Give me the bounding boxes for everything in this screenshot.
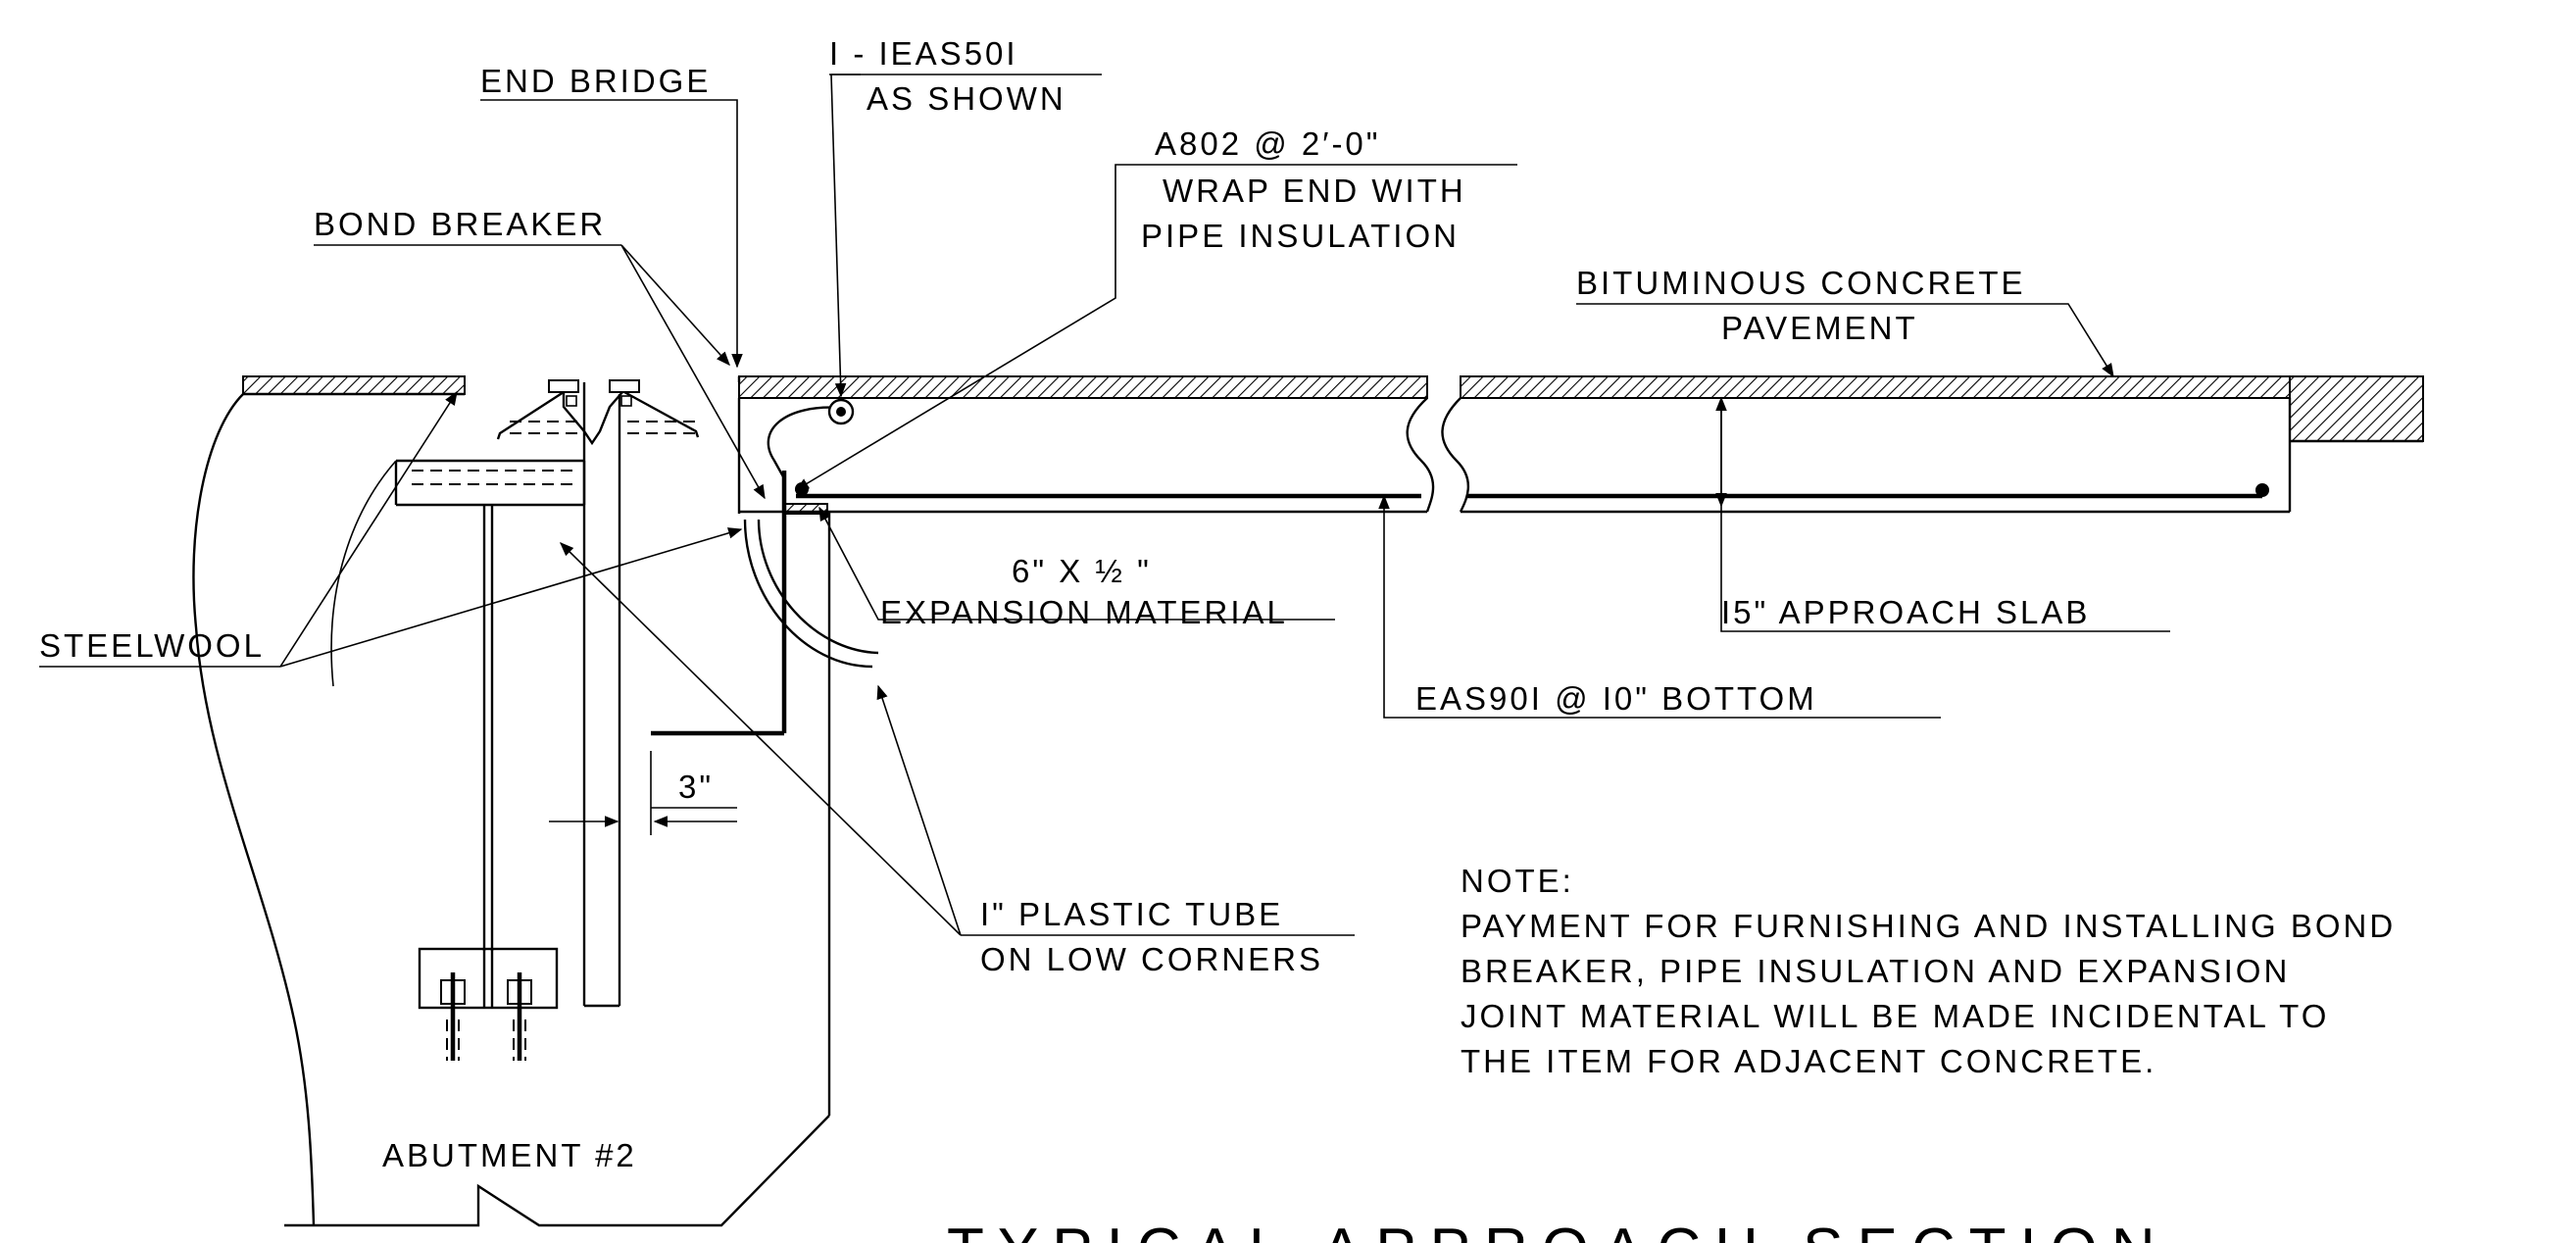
abutment-backwall [284, 376, 879, 1227]
label-eas901: EAS90I @ I0" BOTTOM [1415, 680, 1817, 717]
label-expansion-size: 6" X ½ " [1012, 553, 1152, 589]
note-line-2: BREAKER, PIPE INSULATION AND EXPANSION [1461, 953, 2290, 989]
note-line-4: THE ITEM FOR ADJACENT CONCRETE. [1461, 1043, 2156, 1079]
label-low-corners: ON LOW CORNERS [980, 941, 1323, 977]
label-approach-slab: I5" APPROACH SLAB [1721, 594, 2090, 630]
leader-lines [39, 74, 2170, 936]
label-abutment: ABUTMENT #2 [382, 1137, 637, 1173]
label-wrap-end: WRAP END WITH [1163, 173, 1466, 209]
label-bituminous: BITUMINOUS CONCRETE [1576, 265, 2026, 301]
label-ieas501: I - IEAS50I [829, 35, 1018, 72]
note-block: NOTE: PAYMENT FOR FURNISHING AND INSTALL… [1461, 863, 2396, 1079]
label-as-shown: AS SHOWN [867, 80, 1066, 117]
label-steelwool: STEELWOOL [39, 627, 265, 664]
dimension-3-inch [549, 751, 737, 835]
note-line-3: JOINT MATERIAL WILL BE MADE INCIDENTAL T… [1461, 998, 2329, 1034]
pavement-hatch [242, 375, 2424, 443]
bridge-deck [243, 382, 621, 1008]
label-bond-breaker: BOND BREAKER [314, 206, 606, 242]
label-a802: A802 @ 2′-0" [1155, 125, 1381, 162]
label-pipe-insulation: PIPE INSULATION [1141, 218, 1460, 254]
expansion-joint-device [496, 379, 700, 446]
section-title: TYPICAL APPROACH SECTION [947, 1217, 2169, 1243]
note-heading: NOTE: [1461, 863, 1574, 899]
label-end-bridge: END BRIDGE [480, 63, 711, 99]
label-expansion-material: EXPANSION MATERIAL [880, 594, 1288, 630]
label-dim-3: 3" [678, 769, 714, 805]
abutment-break-line [192, 393, 397, 1226]
label-plastic-tube: I" PLASTIC TUBE [980, 896, 1283, 932]
approach-slab [737, 397, 2292, 514]
note-line-1: PAYMENT FOR FURNISHING AND INSTALLING BO… [1461, 908, 2396, 944]
labels: END BRIDGE I - IEAS50I AS SHOWN A802 @ 2… [39, 35, 2090, 1173]
bearing-assembly [418, 947, 559, 1061]
label-pavement: PAVEMENT [1721, 310, 1918, 346]
